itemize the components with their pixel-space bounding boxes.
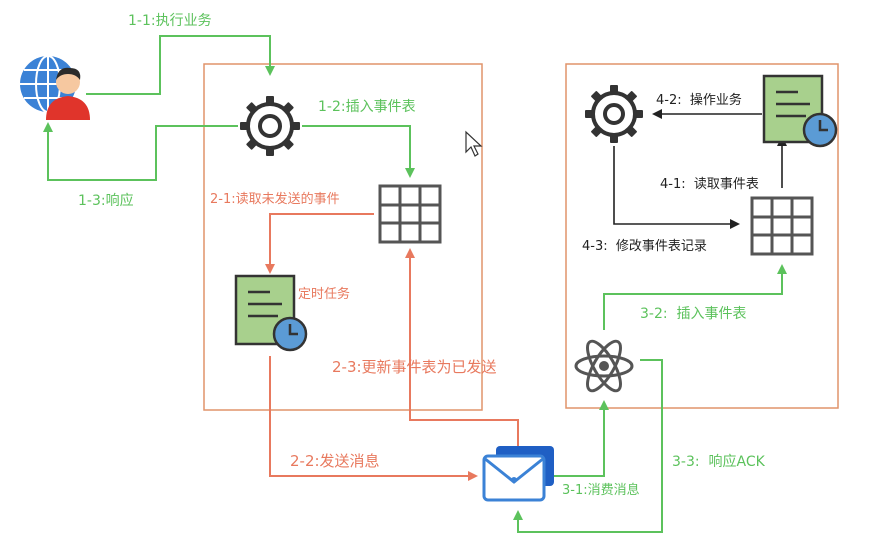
user-globe-icon	[20, 55, 90, 120]
arrow-1-1	[86, 35, 275, 95]
arrow-4-3	[613, 146, 740, 229]
label-2-1: 2-1:读取未发送的事件	[210, 191, 340, 207]
arrow-2-3	[405, 248, 519, 446]
arrow-1-3	[43, 122, 238, 181]
atom-icon	[574, 339, 634, 393]
label-1-3: 1-3:响应	[78, 192, 134, 209]
label-4-1: 4-1: 读取事件表	[660, 177, 759, 192]
arrow-1-2	[302, 125, 415, 178]
consumer-box	[565, 63, 839, 409]
label-4-3: 4-3: 修改事件表记录	[582, 239, 707, 254]
arrow-3-2	[603, 264, 787, 330]
gear-icon	[585, 85, 643, 143]
producer-box	[203, 63, 483, 411]
label-1-1: 1-1:执行业务	[128, 13, 212, 29]
label-3-2: 3-2: 插入事件表	[640, 306, 746, 322]
label-4-2: 4-2: 操作业务	[656, 92, 742, 108]
mail-icon	[482, 446, 554, 502]
timer-document-icon	[234, 274, 308, 352]
table-icon	[378, 184, 442, 244]
label-2-3: 2-3:更新事件表为已发送	[332, 358, 497, 376]
table-icon	[750, 196, 814, 256]
cursor-icon	[465, 130, 483, 157]
label-timer-task: 定时任务	[298, 286, 350, 302]
label-2-2: 2-2:发送消息	[290, 452, 380, 470]
arrow-2-1	[265, 213, 374, 274]
arrow-3-1	[552, 400, 609, 477]
arrow-3-3	[513, 359, 663, 533]
label-1-2: 1-2:插入事件表	[318, 99, 416, 115]
gear-icon	[240, 96, 300, 156]
label-3-1: 3-1:消费消息	[562, 482, 640, 498]
timer-document-icon	[762, 74, 838, 148]
arrow-2-2	[269, 356, 478, 481]
label-3-3: 3-3: 响应ACK	[672, 453, 766, 470]
